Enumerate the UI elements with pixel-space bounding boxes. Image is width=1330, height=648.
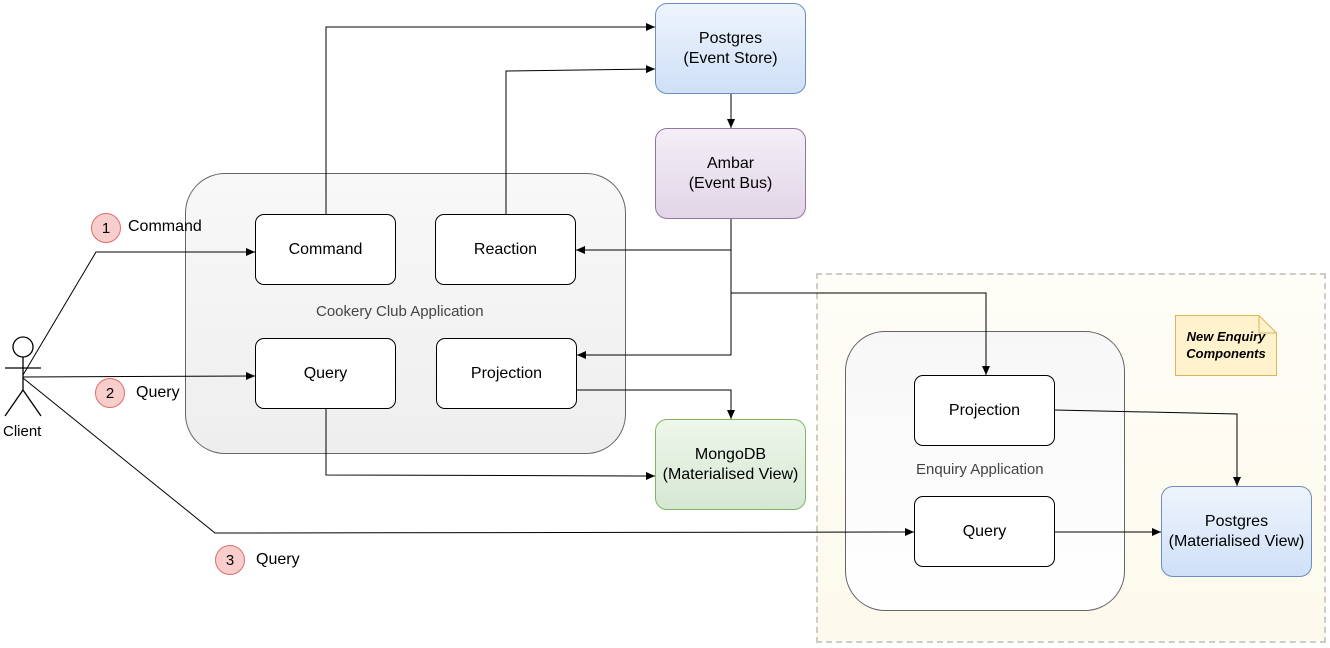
enquiry-application-label: Enquiry Application xyxy=(916,461,1044,478)
enquiry-query-box[interactable]: Query xyxy=(914,496,1055,567)
cookery-club-application-label: Cookery Club Application xyxy=(316,303,484,320)
client-label: Client xyxy=(3,423,42,440)
note-shape xyxy=(1175,315,1277,376)
postgres-event-store-role: (Event Store) xyxy=(683,49,778,67)
postgres-materialised-view-name: Postgres xyxy=(1204,512,1269,530)
postgres-materialised-view[interactable]: Postgres (Materialised View) xyxy=(1161,486,1312,577)
cookery-projection-box[interactable]: Projection xyxy=(436,338,577,409)
new-enquiry-components-note: New Enquiry Components xyxy=(1175,315,1277,376)
note-line-2: Components xyxy=(1186,346,1266,361)
mongodb-materialised-view-role: (Materialised View) xyxy=(662,465,799,483)
mongodb-materialised-view-name: MongoDB xyxy=(694,445,767,463)
step-3-label: Query xyxy=(256,551,300,568)
postgres-event-store-name: Postgres xyxy=(698,29,763,47)
step-2-label: Query xyxy=(136,384,180,401)
step-1-badge: 1 xyxy=(91,213,121,243)
step-2-badge: 2 xyxy=(95,378,125,408)
postgres-event-store[interactable]: Postgres (Event Store) xyxy=(655,3,806,94)
cookery-command-box[interactable]: Command xyxy=(255,214,396,285)
note-text: New Enquiry Components xyxy=(1175,328,1277,362)
note-line-1: New Enquiry xyxy=(1186,329,1266,344)
ambar-event-bus-name: Ambar xyxy=(706,154,755,172)
step-3-badge: 3 xyxy=(215,545,245,575)
client-actor-icon[interactable] xyxy=(0,334,46,420)
ambar-event-bus-role: (Event Bus) xyxy=(688,174,773,192)
step-1-label: Command xyxy=(128,218,202,235)
ambar-event-bus[interactable]: Ambar (Event Bus) xyxy=(655,128,806,219)
postgres-materialised-view-role: (Materialised View) xyxy=(1168,532,1305,550)
enquiry-projection-box[interactable]: Projection xyxy=(914,375,1055,446)
mongodb-materialised-view[interactable]: MongoDB (Materialised View) xyxy=(655,419,806,510)
cookery-query-box[interactable]: Query xyxy=(255,338,396,409)
cookery-reaction-box[interactable]: Reaction xyxy=(435,214,576,285)
